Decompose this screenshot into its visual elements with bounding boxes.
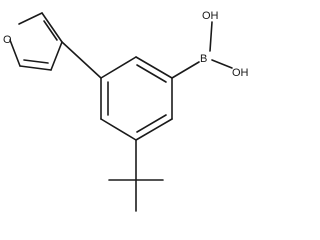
structure-diagram: O B OH OH [3,10,249,212]
bond-c3-c4 [50,41,63,71]
double-bond-c4-c5 [23,59,49,64]
bond-benzene-boron [171,61,200,79]
molecule-drawing: O B OH OH [3,10,249,212]
hydroxyl-top-label: OH [202,10,219,22]
double-bond-b4-b5 [136,114,167,133]
bond-b1-b2 [100,56,137,79]
boron-label: B [200,53,207,65]
bond-b5-b6 [100,118,137,141]
bond-c4-c5 [19,65,52,71]
bond-o-c2 [18,12,43,25]
bond-c2-c3 [41,12,63,43]
bond-c5-o [9,39,21,67]
bond-furan-benzene [61,41,102,79]
double-bond-b2-b3 [136,64,167,83]
bond-boron-oh-top [209,21,213,52]
hydroxyl-right-label: OH [232,67,249,79]
bond-boron-oh-right [211,59,233,69]
furan-oxygen-label: O [3,34,12,46]
benzene-ring [100,56,173,141]
bond-b2-b3 [135,56,173,79]
double-bond-c2-c3 [43,20,58,41]
furan-ring [9,12,63,71]
bond-b4-b5 [135,118,173,141]
